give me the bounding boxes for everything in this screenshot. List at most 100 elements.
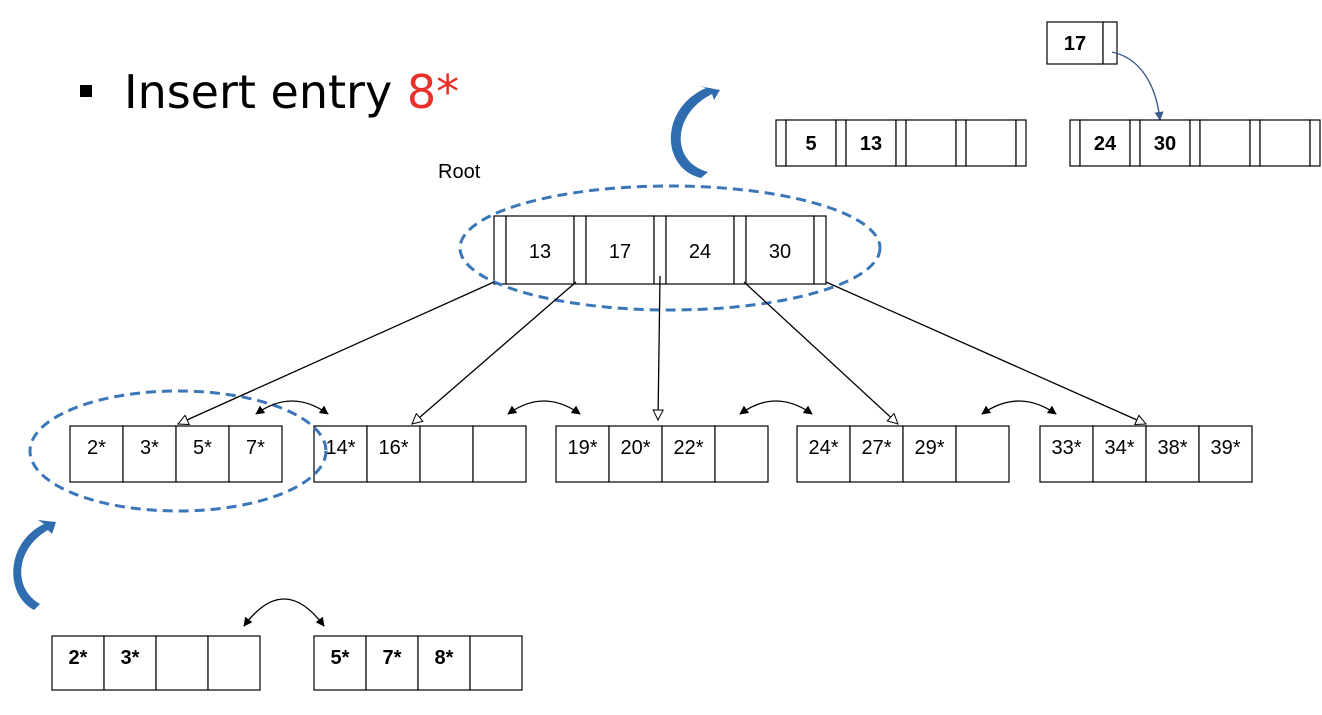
- leaf-entry-cell: [419, 425, 474, 483]
- index-key: 30: [1154, 133, 1176, 155]
- split-leaf-entry: 3*: [121, 647, 140, 669]
- child-pointer-arrow: [658, 275, 660, 420]
- child-pointer-arrow: [743, 281, 898, 424]
- leaf-entry-cell: [313, 425, 368, 483]
- leaf-entry-cell: [849, 425, 904, 483]
- leaf-entry-cell: [714, 425, 769, 483]
- root-pointers: [178, 275, 1146, 424]
- root-pointer-slot: [493, 215, 507, 285]
- leaf-level: 2*3*5*7*14*16*19*20*22*24*27*29*33*34*38…: [69, 425, 1253, 483]
- root-key: 13: [529, 241, 551, 263]
- split-leaf-entry: 7*: [383, 647, 402, 669]
- split-leaf-node: 2* 3*: [51, 635, 261, 691]
- root-pointer-slot: [733, 215, 747, 285]
- index-key-cell: [1199, 119, 1251, 167]
- leaf-entry: 38*: [1157, 437, 1187, 459]
- index-key: 5: [805, 133, 816, 155]
- index-pointer-slot: [775, 119, 787, 167]
- index-key-cell: [785, 119, 837, 167]
- leaf-entry-cell: [228, 425, 283, 483]
- leaf-entry-cell: [1039, 425, 1094, 483]
- sibling-link-arrow: [507, 400, 581, 415]
- leaf-entry-cell: [955, 425, 1010, 483]
- leaf-entry-cell: [1092, 425, 1147, 483]
- leaf-entry-cell: [69, 425, 124, 483]
- leaf-entry: 5*: [193, 437, 212, 459]
- leaf-entry: 24*: [808, 437, 838, 459]
- split-leaf-cell: [469, 635, 523, 691]
- sibling-links: [255, 400, 1057, 415]
- promoted-key-node: 17: [1046, 21, 1118, 65]
- index-key-cell: [1139, 119, 1191, 167]
- leaf-node: 33*34*38*39*: [1039, 425, 1253, 483]
- leaf-highlight-ellipse: [28, 389, 328, 513]
- leaf-entry-cell: [555, 425, 610, 483]
- leaf-entry: 27*: [861, 437, 891, 459]
- leaf-entry: 22*: [673, 437, 703, 459]
- leaf-entry-cell: [366, 425, 421, 483]
- leaf-entry: 7*: [246, 437, 265, 459]
- index-pointer-slot: [1309, 119, 1321, 167]
- leaf-entry-cell: [796, 425, 851, 483]
- leaf-node: 24* 27* 29*: [796, 425, 1010, 483]
- leaf-entry: 16*: [378, 437, 408, 459]
- index-pointer-slot: [1249, 119, 1261, 167]
- child-pointer-arrow: [178, 281, 495, 424]
- leaf-entry: 33*: [1051, 437, 1081, 459]
- leaf-entry: 34*: [1104, 437, 1134, 459]
- root-pointer-slot: [653, 215, 667, 285]
- index-key-cell: [845, 119, 897, 167]
- root-pointer-slot: [573, 215, 587, 285]
- bullet-item: Insert entry 8*: [80, 65, 459, 119]
- index-key-cell: [905, 119, 957, 167]
- root-key: 17: [609, 241, 631, 263]
- leaf-node: 19* 20* 22*: [555, 425, 769, 483]
- sibling-link-arrow: [255, 400, 329, 415]
- sibling-link-arrow: [243, 598, 325, 627]
- index-pointer-slot: [1189, 119, 1201, 167]
- index-pointer-slot: [1015, 119, 1027, 167]
- leaf-entry-cell: [1145, 425, 1200, 483]
- split-leaf-cell: [155, 635, 209, 691]
- split-leaf-entry: 2*: [69, 647, 88, 669]
- leaf-entry-cell: [661, 425, 716, 483]
- root-pointer-slot: [813, 215, 827, 285]
- split-leaf-cell: [51, 635, 105, 691]
- index-pointer-slot: [835, 119, 847, 167]
- leaf-entry-cell: [1198, 425, 1253, 483]
- index-key-cell: [1079, 119, 1131, 167]
- bullet-square-icon: [80, 85, 92, 97]
- split-leaf-cell: [365, 635, 419, 691]
- curved-arrow-icon: [13, 520, 56, 610]
- split-leaf-cell: [207, 635, 261, 691]
- index-key: 24: [1094, 133, 1117, 155]
- root-key-cell: [585, 215, 655, 285]
- index-pointer-slot: [1069, 119, 1081, 167]
- root-highlight-ellipse: [458, 184, 882, 312]
- leaf-node: 2*3*5*7*: [69, 425, 283, 483]
- split-leaf-cell: [313, 635, 367, 691]
- pointer-slot: [1102, 21, 1118, 65]
- promoted-key-pointer: [1111, 51, 1164, 121]
- leaf-entry: 19*: [567, 437, 597, 459]
- leaf-entry: 2*: [87, 437, 106, 459]
- root-key-cell: [665, 215, 735, 285]
- child-pointer-arrow: [412, 281, 577, 424]
- leaf-entry: 29*: [914, 437, 944, 459]
- leaf-entry: 14*: [325, 437, 355, 459]
- curved-arrow-icon: [670, 86, 720, 178]
- split-leaf-entry: 8*: [435, 647, 454, 669]
- leaf-entry-cell: [472, 425, 527, 483]
- bullet-highlight: 8*: [407, 65, 459, 119]
- leaf-entry: 20*: [620, 437, 650, 459]
- index-key: 13: [860, 133, 882, 155]
- split-leaf-cell: [103, 635, 157, 691]
- bullet-line: Insert entry 8*: [124, 65, 459, 119]
- split-index-nodes: 17 5 13 24 30: [775, 21, 1321, 167]
- root-key-cell: [505, 215, 575, 285]
- index-pointer-slot: [1129, 119, 1141, 167]
- split-leaves: 2*3*5*7*8*: [51, 598, 523, 691]
